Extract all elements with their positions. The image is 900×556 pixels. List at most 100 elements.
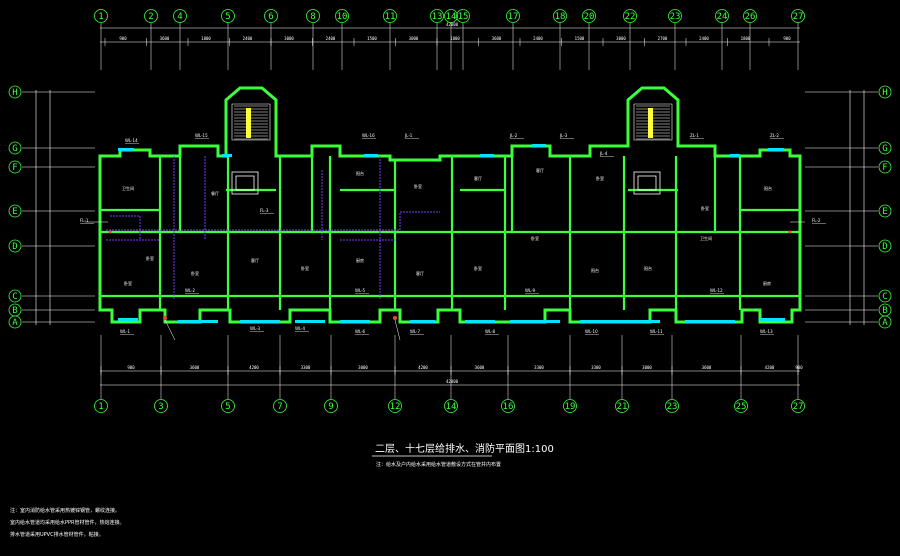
grid-label: 10: [337, 12, 348, 22]
grid-axis-left: E: [8, 204, 22, 218]
dimension-value: 3000: [409, 36, 419, 41]
grid-label: 14: [446, 12, 457, 22]
grid-axis-right: E: [878, 204, 892, 218]
dimension-value: 3600: [475, 365, 485, 370]
grid-axis-right: F: [878, 160, 892, 174]
note-line-3: 排水管道采用UPVC排水管材管件，粘接。: [10, 531, 104, 538]
room-label: 客厅: [251, 257, 259, 263]
grid-label: 5: [225, 12, 230, 22]
grid-label: 15: [458, 12, 469, 22]
grid-label: G: [882, 144, 887, 154]
pipe-tag: JL-1: [404, 133, 413, 138]
grid-label: C: [12, 292, 17, 302]
dimension-value: 900: [127, 365, 135, 370]
grid-label: D: [12, 242, 17, 252]
pipe-tag: WL-10: [585, 329, 598, 334]
window: [620, 320, 660, 323]
room-label: 厨房: [763, 280, 771, 286]
grid-label: 25: [736, 402, 747, 412]
pipe-tag: WL-13: [760, 329, 773, 334]
grid-label: 26: [745, 12, 756, 22]
grid-axis-left: F: [8, 160, 22, 174]
grid-label: A: [12, 318, 18, 328]
pipe-tag: WL-14: [125, 138, 138, 143]
interior-walls: [100, 156, 800, 310]
grid-label: G: [12, 144, 17, 154]
grid-axis-top: 5: [221, 9, 235, 70]
room-label: 卫生间: [122, 185, 134, 191]
grid-axis-top: 4: [173, 9, 187, 70]
dimension-value: 900: [795, 365, 803, 370]
grid-axis-top: 20: [582, 9, 596, 70]
grid-axis-top: 13: [430, 9, 444, 70]
grid-axis-left: A: [8, 315, 22, 329]
exterior-walls: [98, 86, 802, 324]
grid-axis-top: 10: [335, 9, 349, 70]
grid-label: 11: [385, 12, 396, 22]
grid-axis-right: A: [878, 315, 892, 329]
grid-label: 1: [98, 12, 103, 22]
dimension-value: 4200: [249, 365, 259, 370]
stair-highlight-right: [648, 108, 653, 138]
dimension-value: 1500: [367, 36, 377, 41]
grid-axis-top: 15: [456, 9, 470, 70]
grid-axis-top: 23: [668, 9, 682, 70]
grid-axis-right: G: [878, 141, 892, 155]
pipe-tag: WL-2: [185, 288, 196, 293]
pipe-tag: WL-8: [485, 329, 496, 334]
grid-label: 2: [148, 12, 153, 22]
grid-label: 12: [390, 402, 401, 412]
room-label: 阳台: [356, 170, 364, 176]
pipe-tag: WL-4: [295, 326, 306, 331]
room-label: 卫生间: [700, 235, 712, 241]
grid-axis-top: 14: [444, 9, 458, 70]
window: [768, 148, 784, 151]
pipe-tag: JL-4: [599, 151, 608, 156]
dimension-value: 1800: [450, 36, 460, 41]
room-label: 卧室: [701, 205, 709, 211]
grid-axis-left: D: [8, 239, 22, 253]
grid-label: 14: [446, 402, 457, 412]
pipe-tag: WL-5: [355, 288, 366, 293]
window: [760, 318, 785, 321]
dimension-value: 1800: [201, 36, 211, 41]
grid-label: F: [12, 163, 17, 173]
fire-hydrant-markers: [108, 230, 792, 320]
room-label: 阳台: [764, 185, 772, 191]
room-label: 客厅: [416, 270, 424, 276]
dimension-value: 3600: [492, 36, 502, 41]
grid-label: 20: [584, 12, 595, 22]
dimension-value: 3000: [642, 365, 652, 370]
dimension-value: 1800: [741, 36, 751, 41]
grid-label: 3: [158, 402, 163, 412]
dimension-value: 3300: [301, 365, 311, 370]
grid-axis-top: 1: [94, 9, 108, 70]
window: [480, 154, 494, 157]
dimension-value: 2400: [326, 36, 336, 41]
grid-axis-left: G: [8, 141, 22, 155]
pipe-tag: JL-3: [559, 133, 568, 138]
grid-label: 7: [277, 402, 282, 412]
drawing-subtitle: 注：给水及户内给水采用给水管道敷设方式在管井内布置: [376, 461, 501, 468]
dimension-value: 3600: [702, 365, 712, 370]
grid-label: 27: [793, 12, 804, 22]
window: [295, 320, 325, 323]
grid-label: 18: [555, 12, 566, 22]
room-label: 卧室: [124, 280, 132, 286]
pipe-tag: WL-15: [195, 133, 208, 138]
grid-label: 17: [508, 12, 519, 22]
room-label: 客厅: [536, 167, 544, 173]
pipe-tag: FL-3: [260, 208, 269, 213]
stair-cores: [231, 103, 673, 141]
window: [510, 320, 560, 323]
room-label: 餐厅: [211, 190, 219, 196]
dimension-value: 3600: [160, 36, 170, 41]
building-plan: 卧室卧室客厅卧室厨房卫生间餐厅客厅卧室卧室阳台阳台卫生间厨房客厅卧室卧室阳台阳台…: [80, 86, 826, 341]
window: [118, 318, 138, 321]
pipe-tag: WL-7: [410, 329, 421, 334]
